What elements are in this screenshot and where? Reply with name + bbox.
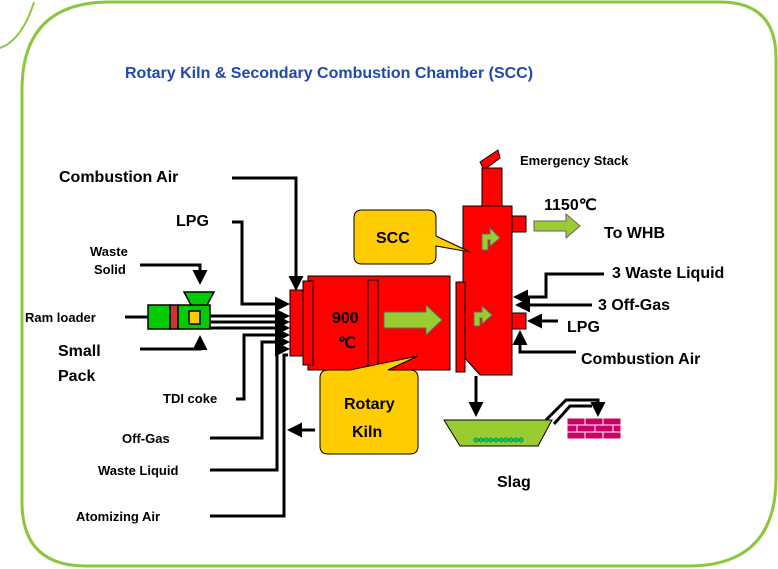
- tdi-coke-line: [236, 327, 290, 401]
- label-small-pack-1: Small: [58, 343, 101, 360]
- label-to-whb: To WHB: [604, 225, 665, 242]
- label-waste-solid-1: Waste: [90, 244, 128, 259]
- slag-to-brick-line-1: [544, 398, 606, 422]
- label-combustion-air-left: Combustion Air: [59, 169, 178, 186]
- label-waste-solid-2: Solid: [94, 262, 126, 277]
- label-lpg-right: LPG: [567, 319, 600, 336]
- kiln-flow-arrow: [383, 303, 443, 337]
- label-ram-loader: Ram loader: [25, 310, 96, 325]
- frame-corner-arc: [0, 1, 35, 49]
- label-off-gas-right: 3 Off-Gas: [598, 297, 670, 314]
- callout-scc: SCC: [376, 230, 410, 247]
- kiln-temperature-unit: ℃: [338, 335, 356, 352]
- combustion-air-line: [232, 176, 304, 291]
- atomizing-air-line: [210, 353, 288, 518]
- label-outlet-temperature: 1150℃: [544, 197, 597, 214]
- slag-tray: [443, 419, 553, 447]
- callout-rotary-1: Rotary: [344, 396, 395, 413]
- label-small-pack-2: Pack: [58, 368, 95, 385]
- scc-chamber: [455, 149, 527, 376]
- label-lpg-left: LPG: [176, 213, 209, 230]
- off-gas-line: [210, 334, 290, 440]
- label-waste-liquid-left: Waste Liquid: [98, 463, 178, 478]
- waste-liquid-line: [210, 341, 290, 472]
- label-tdi-coke: TDI coke: [163, 391, 217, 406]
- label-emergency-stack: Emergency Stack: [520, 153, 629, 168]
- slag-to-brick-line-2: [552, 404, 592, 425]
- small-pack-line: [140, 335, 208, 351]
- label-waste-liquid-right: 3 Waste Liquid: [612, 265, 724, 282]
- diagram-title: Rotary Kiln & Secondary Combustion Chamb…: [125, 65, 533, 82]
- right-feed-lines: [468, 272, 606, 425]
- scc-flow-arrow-lower: [473, 304, 493, 327]
- kiln-temperature-value: 900: [332, 310, 359, 327]
- left-feed-lines: [140, 176, 315, 518]
- waste-solid-line: [140, 263, 208, 285]
- scc-flow-arrow-upper: [481, 226, 501, 251]
- label-off-gas-left: Off-Gas: [122, 431, 170, 446]
- lpg-line: [232, 220, 290, 312]
- callout-rotary-2: Kiln: [352, 424, 382, 441]
- slag-brick-stack: [566, 417, 622, 440]
- label-combustion-air-right: Combustion Air: [581, 351, 700, 368]
- scc-callout: [353, 209, 471, 265]
- rotary-kiln-callout: [319, 355, 419, 455]
- ram-loader: [125, 291, 216, 330]
- right-combustion-air-line: [512, 330, 576, 354]
- label-atomizing-air: Atomizing Air: [76, 509, 160, 524]
- label-slag: Slag: [497, 474, 531, 491]
- rotary-kiln: [289, 275, 451, 371]
- to-whb-arrow: [533, 212, 581, 240]
- right-waste-liquid-line: [513, 272, 604, 305]
